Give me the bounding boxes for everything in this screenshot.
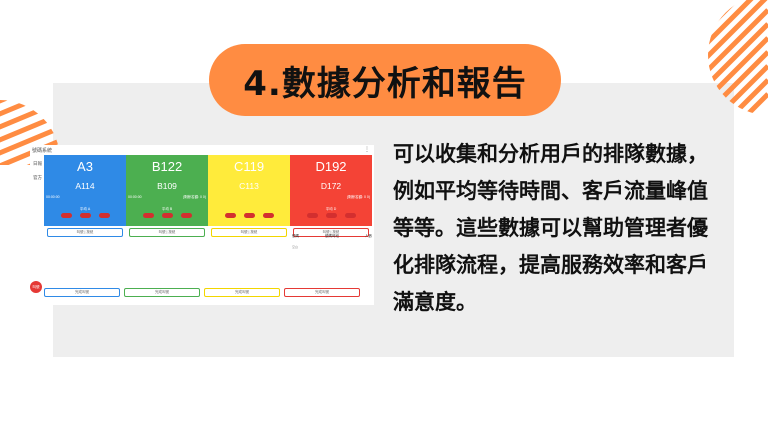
call-action-button[interactable] <box>60 213 72 218</box>
current-number: B122 <box>151 159 183 174</box>
action-row <box>208 213 290 218</box>
column-button[interactable]: 叫號 | 按鈕 <box>129 228 205 237</box>
queue-table: 號碼 號碼時段 人數 空白 <box>290 234 374 249</box>
call-action-button[interactable] <box>224 213 236 218</box>
bottom-complete-button[interactable]: 完成叫號 <box>44 288 120 297</box>
wait-label: 平均 A <box>79 207 91 211</box>
table-row: 空白 <box>292 245 299 249</box>
next-number: C113 <box>239 181 259 191</box>
table-header-cell: 號碼 <box>292 234 299 238</box>
action-row <box>44 213 126 218</box>
current-number: A3 <box>77 159 93 174</box>
table-header: 號碼 號碼時段 人數 <box>290 234 374 239</box>
bottom-complete-button[interactable]: 完成叫號 <box>204 288 280 297</box>
skip-action-button[interactable] <box>98 213 110 218</box>
remaining-count: (剩餘名額: 0 0) <box>182 195 206 199</box>
next-number: B109 <box>157 181 177 191</box>
app-title: 號碼系統 <box>32 148 53 154</box>
next-number: A114 <box>75 181 95 191</box>
skip-action-button[interactable] <box>344 213 356 218</box>
action-row <box>126 213 208 218</box>
call-action-button[interactable] <box>306 213 318 218</box>
bottom-buttons: 完成叫號完成叫號完成叫號完成叫號 <box>44 288 374 297</box>
call-action-button[interactable] <box>142 213 154 218</box>
side-item[interactable]: 日報 <box>33 161 42 166</box>
next-number: D172 <box>320 181 342 191</box>
side-item[interactable]: 官方 <box>33 175 42 180</box>
section-description: 可以收集和分析用戶的排隊數據，例如平均等待時間、客戶流量峰值等等。這些數據可以幫… <box>393 142 708 314</box>
bottom-complete-button[interactable]: 完成叫號 <box>284 288 360 297</box>
pause-action-button[interactable] <box>161 213 173 218</box>
section-title: 4.數據分析和報告 <box>209 44 561 116</box>
table-header-cell: 號碼時段 <box>325 234 339 238</box>
action-row <box>290 213 372 218</box>
timestamp: 00:00:00 <box>46 195 60 199</box>
wait-label: 平均 D <box>325 207 337 211</box>
current-number: D192 <box>315 159 347 174</box>
skip-action-button[interactable] <box>262 213 274 218</box>
pause-action-button[interactable] <box>79 213 91 218</box>
remaining-count: (剩餘名額: 0 0) <box>346 195 370 199</box>
wait-label: 平均 B <box>161 207 173 211</box>
timestamp: 00:00:00 <box>128 195 142 199</box>
table-header-cell: 人數 <box>365 234 372 238</box>
skip-action-button[interactable] <box>180 213 192 218</box>
column-button[interactable]: 叫號 | 按鈕 <box>293 228 369 237</box>
call-fab-button[interactable]: 叫號 <box>30 281 42 293</box>
decorative-stripes-top-right <box>698 0 768 120</box>
column-button[interactable]: 叫號 | 按鈕 <box>47 228 123 237</box>
pause-action-button[interactable] <box>243 213 255 218</box>
current-number: C119 <box>233 159 265 174</box>
pause-action-button[interactable] <box>325 213 337 218</box>
bottom-complete-button[interactable]: 完成叫號 <box>124 288 200 297</box>
more-vert-icon[interactable]: ⋮ <box>364 147 370 153</box>
column-button[interactable]: 叫號 | 按鈕 <box>211 228 287 237</box>
